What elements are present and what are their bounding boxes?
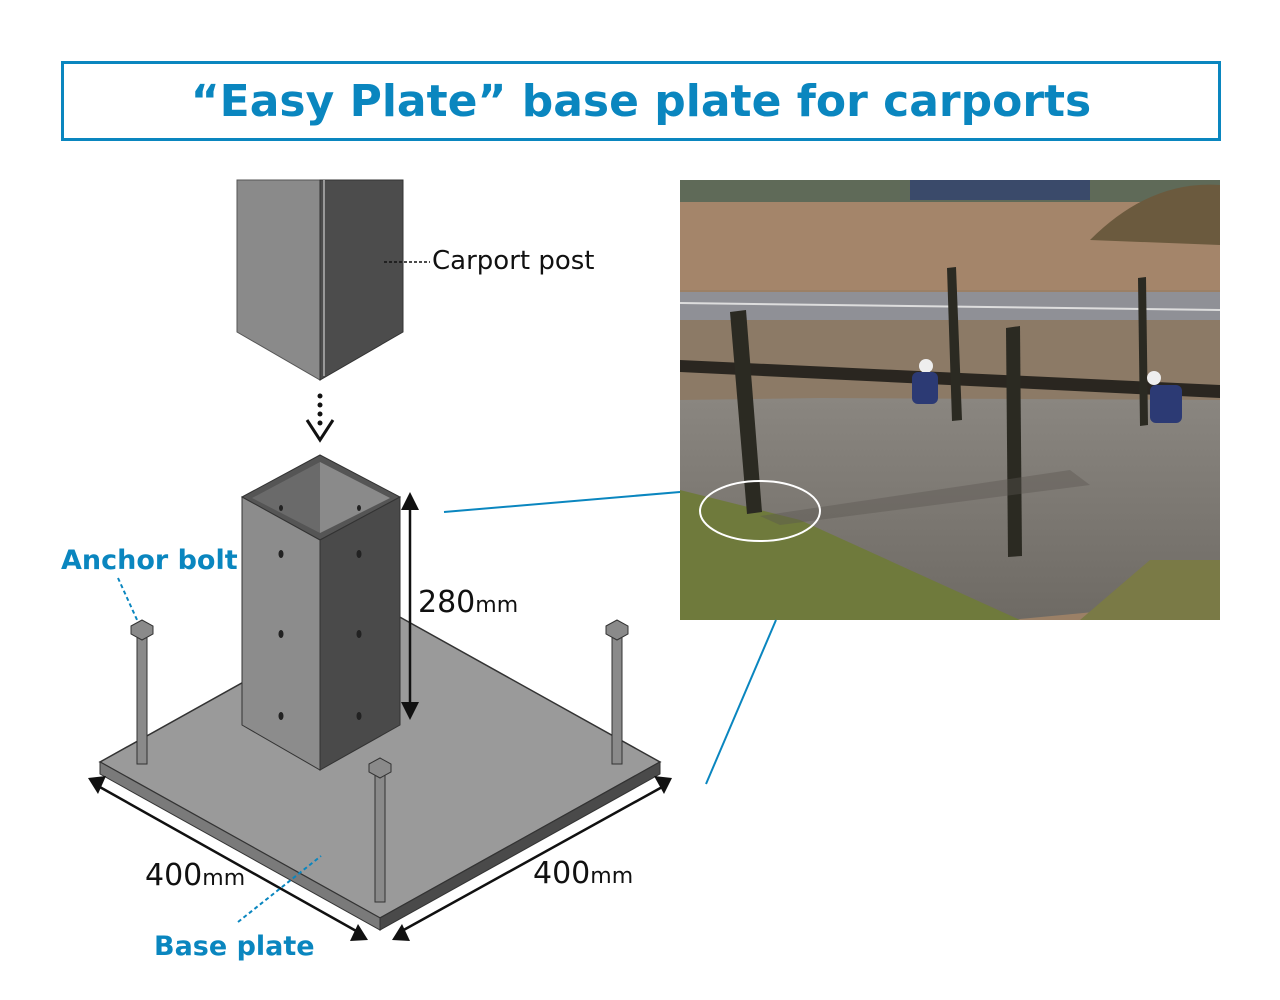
- title-box: “Easy Plate” base plate for carports: [61, 61, 1221, 141]
- anchor-bolt: [130, 619, 154, 765]
- width-left-label: 400mm: [145, 858, 245, 893]
- height-label: 280mm: [418, 585, 518, 620]
- carport-post: [236, 179, 404, 381]
- width-right-label: 400mm: [533, 856, 633, 891]
- width-left-value: 400: [145, 858, 203, 893]
- base-plate: [98, 605, 662, 931]
- carport-post-label: Carport post: [432, 246, 595, 276]
- height-value: 280: [418, 585, 476, 620]
- insert-arrow: [305, 393, 335, 443]
- width-left-unit: mm: [202, 866, 246, 891]
- width-right-value: 400: [533, 856, 591, 891]
- page-title: “Easy Plate” base plate for carports: [190, 75, 1092, 127]
- width-right-unit: mm: [590, 864, 634, 889]
- height-dimension: [401, 492, 419, 720]
- width-dimension-left: [88, 776, 368, 941]
- width-dimension-right: [392, 776, 672, 941]
- anchor-bolt: [605, 619, 629, 765]
- anchor-bolt-label: Anchor bolt: [61, 545, 238, 576]
- base-plate-label: Base plate: [154, 931, 315, 962]
- site-photo: [679, 180, 1221, 620]
- post-sleeve: [240, 454, 402, 771]
- height-unit: mm: [475, 593, 519, 618]
- anchor-bolt: [368, 757, 392, 903]
